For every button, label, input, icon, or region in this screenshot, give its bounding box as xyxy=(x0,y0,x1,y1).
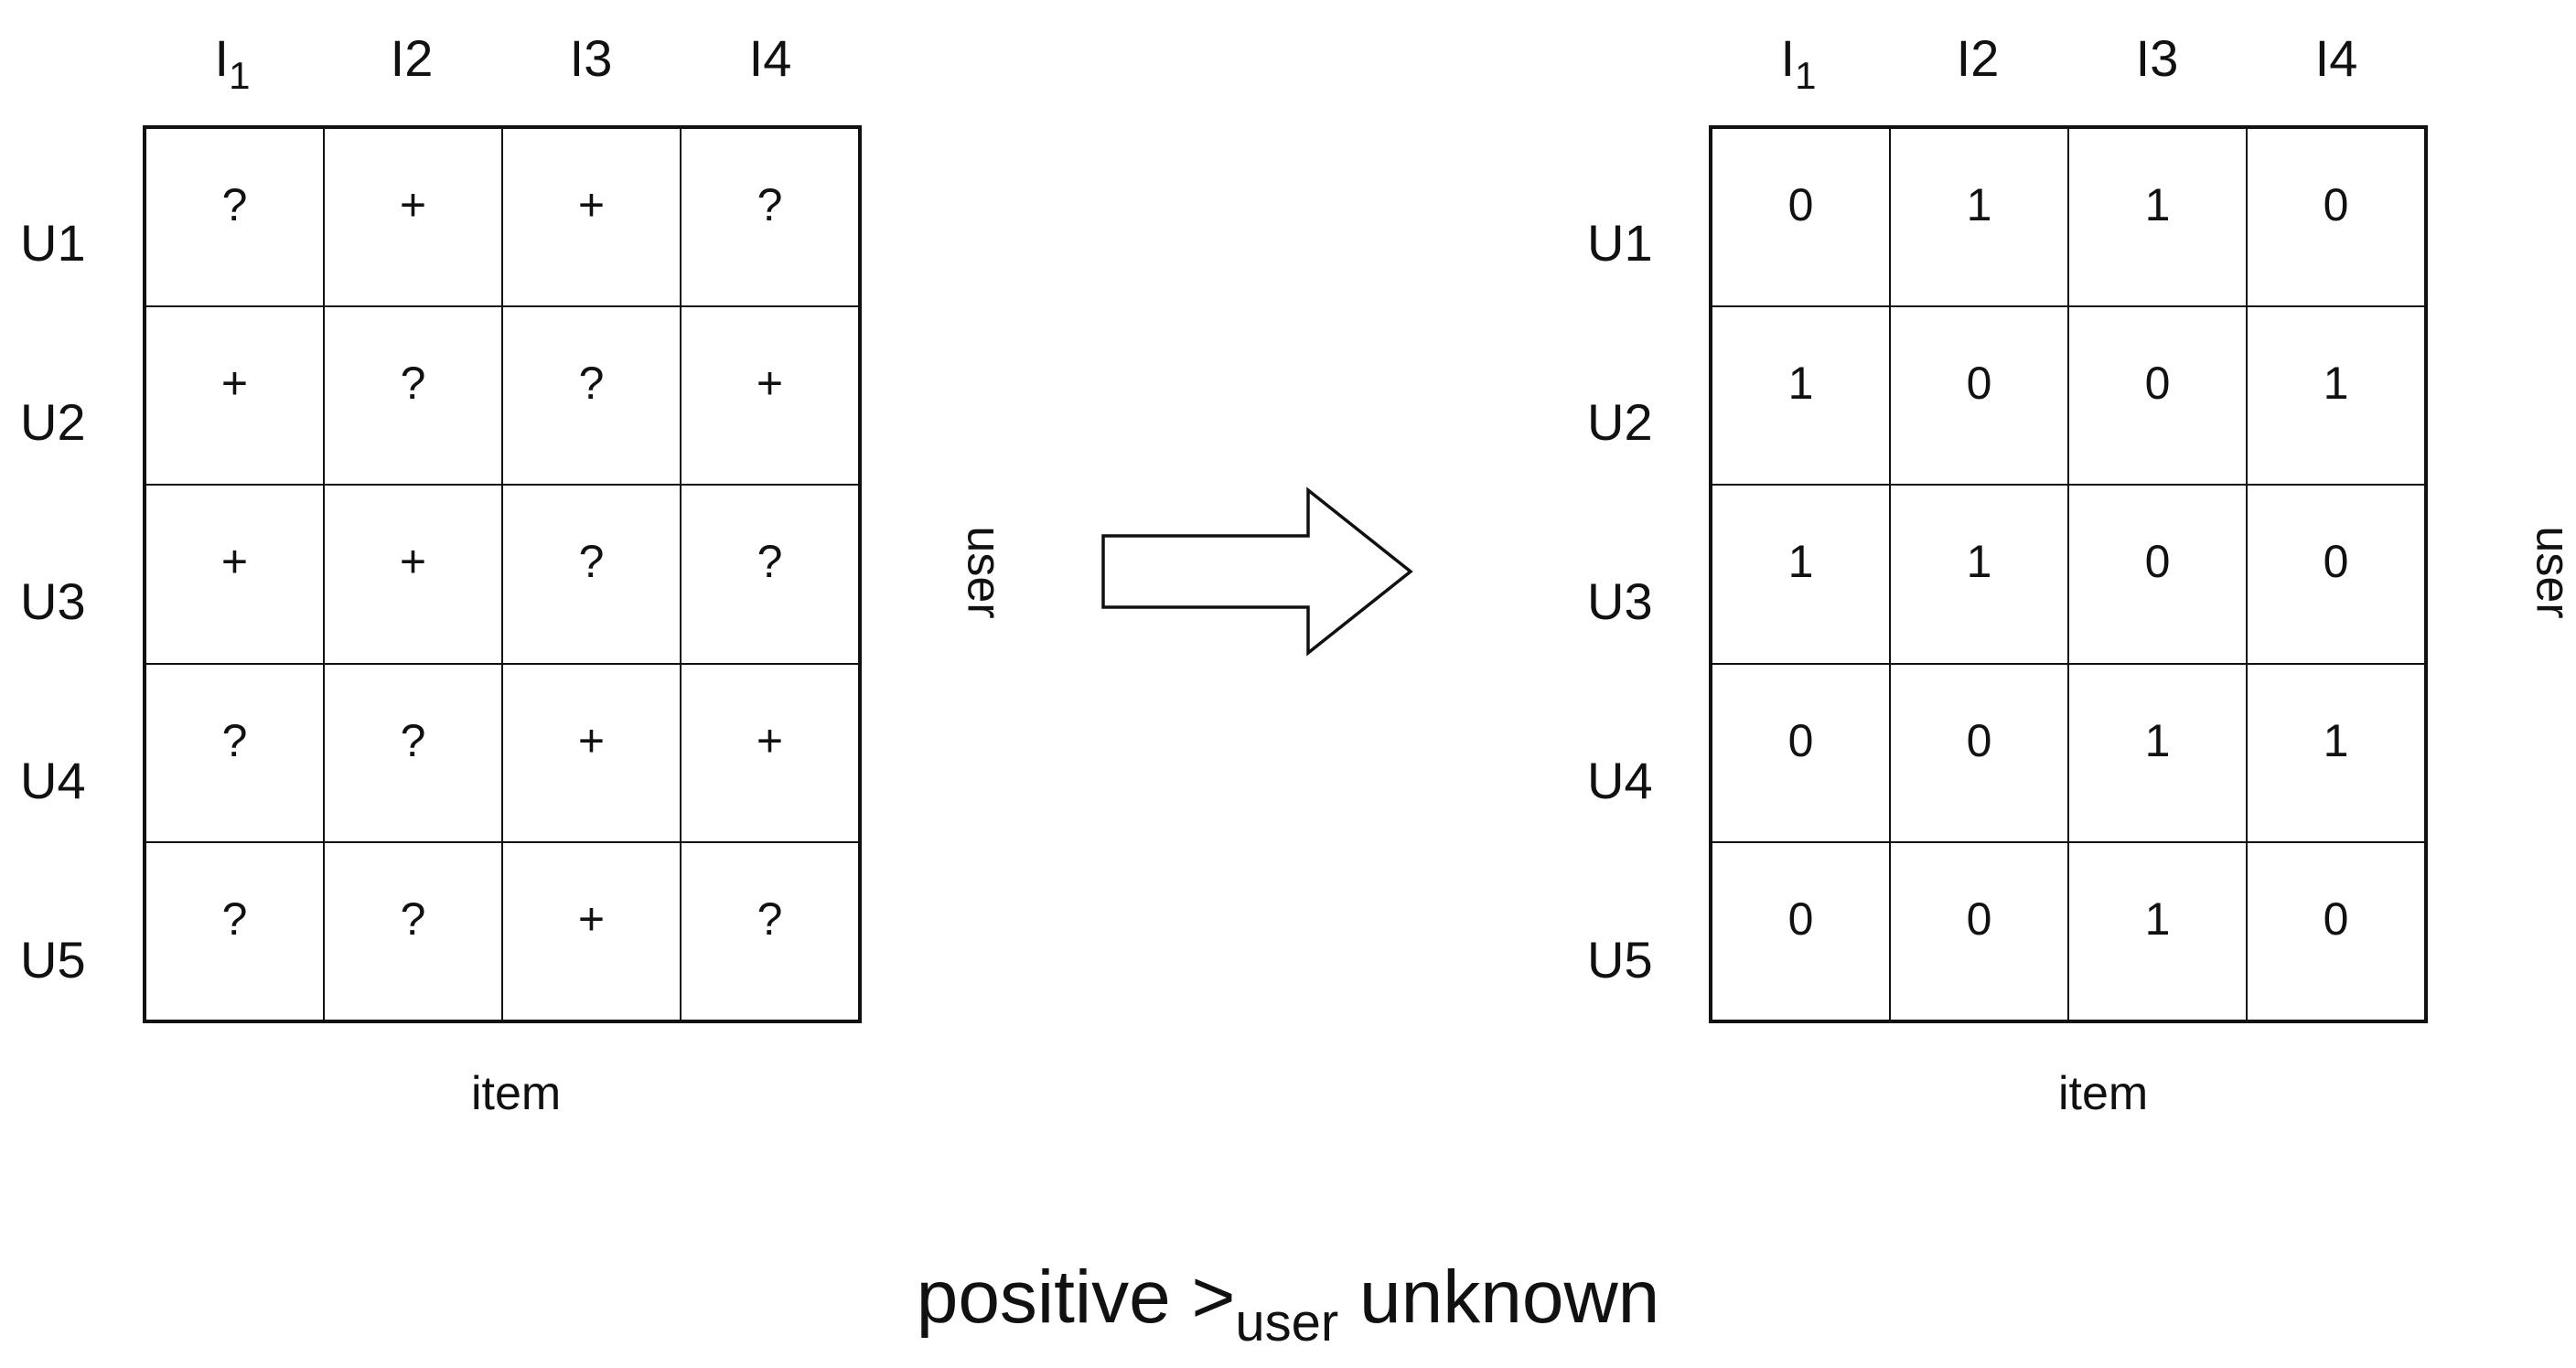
left-cell: + xyxy=(681,306,859,486)
left-col-header-3: I3 xyxy=(569,29,613,87)
left-cell: ? xyxy=(681,485,859,664)
left-cell: ? xyxy=(681,128,859,307)
left-cell: ? xyxy=(502,485,681,664)
right-cell: 0 xyxy=(1712,841,1890,1021)
left-cell: + xyxy=(502,663,681,842)
left-col-header-4: I4 xyxy=(748,29,792,87)
caption: positive >user unknown xyxy=(916,1256,1660,1352)
left-cell: ? xyxy=(502,306,681,486)
right-cell: 1 xyxy=(2068,841,2247,1021)
right-col-header-1: I1 xyxy=(1780,29,1817,97)
left-row-label-4: U4 xyxy=(20,752,86,809)
right-cell: 1 xyxy=(2247,306,2425,486)
right-cell: 0 xyxy=(1890,841,2068,1021)
left-cell: + xyxy=(145,306,324,486)
right-side-label: user xyxy=(2526,526,2576,619)
left-col-header-1: I1 xyxy=(214,29,251,97)
right-row-label-3: U3 xyxy=(1587,572,1653,630)
right-cell: 1 xyxy=(1712,485,1890,664)
right-cell: 1 xyxy=(1712,306,1890,486)
transform-arrow-icon xyxy=(1101,486,1413,657)
left-matrix: ? + + ? + ? ? + + + ? ? ? ? + + ? ? + ? xyxy=(143,125,862,1023)
right-col-header-3: I3 xyxy=(2135,29,2179,87)
left-row-label-5: U5 xyxy=(20,931,86,989)
left-cell: ? xyxy=(324,306,502,486)
left-side-label: user xyxy=(957,526,1011,619)
right-cell: 0 xyxy=(2247,841,2425,1021)
right-cell: 1 xyxy=(1890,485,2068,664)
right-cell: 0 xyxy=(1712,128,1890,307)
left-cell: + xyxy=(502,841,681,1021)
left-cell: ? xyxy=(324,841,502,1021)
right-matrix: 0 1 1 0 1 0 0 1 1 1 0 0 0 0 1 1 0 0 1 0 xyxy=(1709,125,2428,1023)
left-row-label-3: U3 xyxy=(20,572,86,630)
left-cell: + xyxy=(145,485,324,664)
left-cell: + xyxy=(324,128,502,307)
right-cell: 0 xyxy=(1890,306,2068,486)
right-cell: 0 xyxy=(1712,663,1890,842)
right-cell: 1 xyxy=(2247,663,2425,842)
right-row-label-5: U5 xyxy=(1587,931,1653,989)
right-cell: 1 xyxy=(2068,663,2247,842)
left-row-label-2: U2 xyxy=(20,393,86,451)
left-cell: ? xyxy=(145,841,324,1021)
left-cell: ? xyxy=(324,663,502,842)
right-x-axis-label: item xyxy=(2058,1067,2149,1120)
left-col-header-2: I2 xyxy=(390,29,434,87)
right-row-label-2: U2 xyxy=(1587,393,1653,451)
right-col-header-2: I2 xyxy=(1956,29,2000,87)
right-cell: 0 xyxy=(1890,663,2068,842)
right-cell: 0 xyxy=(2068,485,2247,664)
right-col-header-4: I4 xyxy=(2314,29,2358,87)
right-cell: 0 xyxy=(2247,128,2425,307)
left-cell: + xyxy=(324,485,502,664)
left-cell: ? xyxy=(681,841,859,1021)
right-cell: 0 xyxy=(2247,485,2425,664)
left-x-axis-label: item xyxy=(471,1067,562,1120)
right-cell: 1 xyxy=(1890,128,2068,307)
left-cell: ? xyxy=(145,663,324,842)
left-cell: + xyxy=(502,128,681,307)
right-row-label-1: U1 xyxy=(1587,214,1653,272)
left-cell: ? xyxy=(145,128,324,307)
right-cell: 0 xyxy=(2068,306,2247,486)
right-row-label-4: U4 xyxy=(1587,752,1653,809)
left-cell: + xyxy=(681,663,859,842)
left-row-label-1: U1 xyxy=(20,214,86,272)
right-cell: 1 xyxy=(2068,128,2247,307)
